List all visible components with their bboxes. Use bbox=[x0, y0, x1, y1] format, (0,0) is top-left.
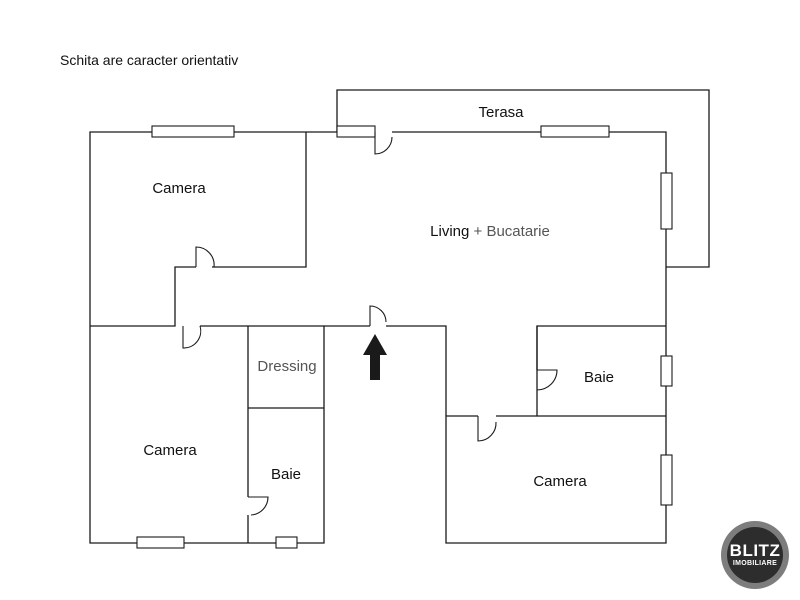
window bbox=[151, 125, 235, 138]
blitz-logo: BLITZ IMOBILIARE bbox=[721, 521, 789, 589]
room-label-camera-bottom-right: Camera bbox=[533, 473, 587, 490]
exterior-wall bbox=[386, 325, 447, 416]
window bbox=[660, 454, 673, 506]
window bbox=[336, 125, 376, 138]
room-label-living-sub: + Bucatarie bbox=[474, 223, 550, 240]
door-swing bbox=[195, 246, 215, 268]
room-label-living: Living + Bucatarie bbox=[430, 223, 550, 240]
logo-brand: BLITZ bbox=[729, 540, 781, 560]
room-label-living-main: Living bbox=[430, 223, 469, 240]
door-swing bbox=[536, 369, 558, 391]
door-swing bbox=[182, 325, 202, 349]
room-label-terasa: Terasa bbox=[478, 104, 524, 121]
window bbox=[540, 125, 610, 138]
door-swing bbox=[248, 496, 269, 516]
interior-wall bbox=[90, 266, 196, 327]
door-swing bbox=[374, 132, 393, 155]
interior-wall bbox=[212, 132, 307, 268]
window bbox=[660, 172, 673, 230]
room-label-camera-bottom-left: Camera bbox=[143, 442, 197, 459]
entrance-arrow-icon bbox=[363, 334, 387, 380]
window bbox=[660, 355, 673, 387]
exterior-wall bbox=[89, 131, 370, 544]
logo-ring bbox=[727, 527, 783, 583]
plan-disclaimer: Schita are caracter orientativ bbox=[60, 52, 239, 68]
terrace-wall bbox=[336, 89, 710, 268]
room-label-baie-bottom: Baie bbox=[271, 466, 301, 483]
room-label-camera-top-left: Camera bbox=[152, 180, 206, 197]
window bbox=[275, 536, 298, 549]
logo-subtitle: IMOBILIARE bbox=[732, 559, 778, 567]
exterior-wall bbox=[496, 325, 666, 417]
window bbox=[136, 536, 185, 549]
door-swing bbox=[477, 416, 497, 442]
door-swing bbox=[369, 305, 387, 326]
room-label-dressing: Dressing bbox=[257, 358, 316, 375]
room-label-baie-right: Baie bbox=[584, 369, 614, 386]
exterior-wall bbox=[392, 131, 667, 544]
